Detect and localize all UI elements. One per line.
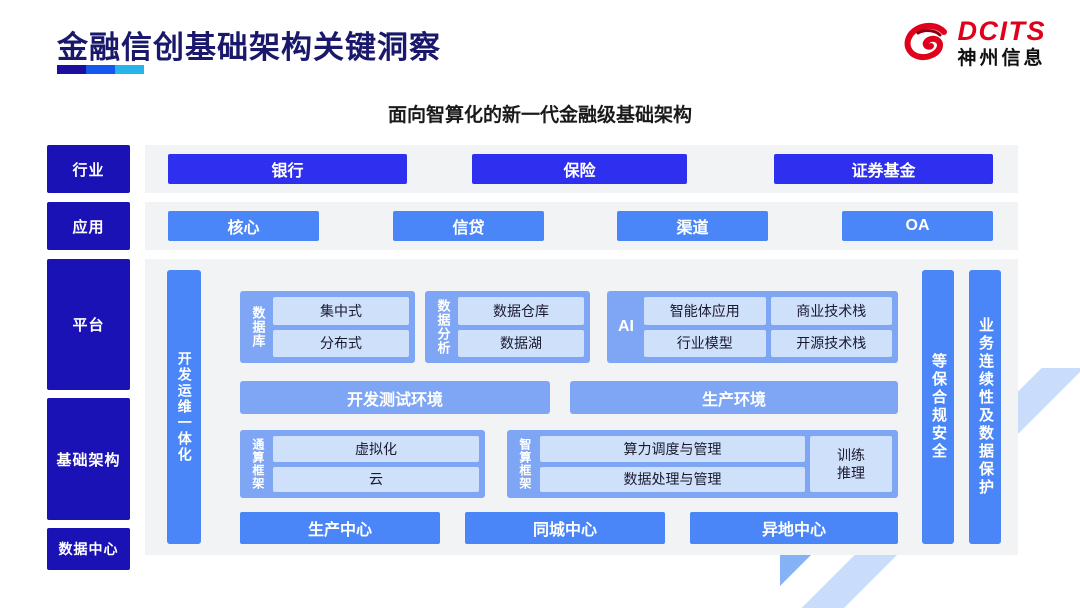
layer-label-platform: 平台 [47, 259, 130, 390]
group-data-analysis: 数据分析 数据仓库 数据湖 [425, 291, 590, 363]
inference-label: 推理 [837, 465, 865, 481]
logo-text-en: DCITS [957, 16, 1046, 46]
train-label: 训练 [837, 446, 865, 463]
subtitle: 面向智算化的新一代金融级基础架构 [387, 105, 692, 126]
cell-centralized[interactable]: 集中式 [273, 297, 409, 325]
cell-virtualization[interactable]: 虚拟化 [273, 436, 479, 462]
env-dev-test[interactable]: 开发测试环境 [240, 381, 550, 414]
cell-train-inference[interactable]: 训练 推理 [810, 436, 892, 492]
layer-label-application: 应用 [47, 202, 130, 250]
side-column-compliance: 等保合规安全 [922, 270, 954, 544]
group-data-analysis-label: 数据分析 [435, 299, 451, 355]
group-ai: AI 智能体应用 商业技术栈 行业模型 开源技术栈 [607, 291, 898, 363]
cell-distributed[interactable]: 分布式 [273, 329, 409, 357]
cell-data-lake[interactable]: 数据湖 [458, 329, 584, 357]
industry-chip-bank[interactable]: 银行 [168, 154, 407, 184]
cell-agent-application[interactable]: 智能体应用 [644, 297, 766, 325]
logo-text-cn: 神州信息 [957, 48, 1046, 69]
datacenter-chip-remote[interactable]: 异地中心 [690, 512, 898, 544]
accent-segment-3 [115, 65, 144, 74]
application-band: 核心 信贷 渠道 OA [145, 202, 1018, 250]
cell-industry-model[interactable]: 行业模型 [644, 329, 766, 357]
industry-band: 银行 保险 证券基金 [145, 145, 1018, 193]
group-intelligent-compute-label: 智算框架 [517, 438, 532, 490]
cell-data-warehouse[interactable]: 数据仓库 [458, 297, 584, 325]
accent-segment-2 [86, 65, 115, 74]
side-column-continuity: 业务连续性及数据保护 [969, 270, 1001, 544]
header: 金融信创基础架构关键洞察 DCITS 神州信息 [0, 0, 1080, 92]
group-ai-label: AI [618, 318, 634, 335]
group-database-label: 数据库 [250, 306, 266, 348]
industry-chip-insurance[interactable]: 保险 [472, 154, 687, 184]
layer-label-industry: 行业 [47, 145, 130, 193]
datacenter-chip-metro[interactable]: 同城中心 [465, 512, 665, 544]
platform-panel: 开发运维一体化 数据库 集中式 分布式 数据分析 数据仓库 数据湖 [145, 259, 1018, 555]
accent-segment-1 [57, 65, 86, 74]
title-accent-bar [57, 65, 144, 74]
group-database: 数据库 集中式 分布式 [240, 291, 415, 363]
application-chip-core[interactable]: 核心 [168, 211, 319, 241]
datacenter-chip-production[interactable]: 生产中心 [240, 512, 440, 544]
group-intelligent-compute: 智算框架 算力调度与管理 数据处理与管理 训练 推理 [507, 430, 898, 498]
page-title: 金融信创基础架构关键洞察 [57, 30, 441, 65]
application-chip-oa[interactable]: OA [842, 211, 993, 241]
industry-chip-securities-fund[interactable]: 证券基金 [774, 154, 993, 184]
layer-label-datacenter: 数据中心 [47, 528, 130, 570]
brand-logo: DCITS 神州信息 [904, 18, 1047, 68]
group-general-compute-label: 通算框架 [250, 438, 265, 490]
layer-label-infrastructure: 基础架构 [47, 398, 130, 520]
application-chip-credit[interactable]: 信贷 [393, 211, 544, 241]
devops-column: 开发运维一体化 [167, 270, 201, 544]
cell-data-processing[interactable]: 数据处理与管理 [540, 466, 805, 492]
dcits-swoosh-icon [904, 20, 950, 66]
cell-cloud[interactable]: 云 [273, 466, 479, 492]
application-chip-channel[interactable]: 渠道 [617, 211, 768, 241]
env-production[interactable]: 生产环境 [570, 381, 898, 414]
cell-commercial-stack[interactable]: 商业技术栈 [770, 297, 892, 325]
cell-opensource-stack[interactable]: 开源技术栈 [770, 329, 892, 357]
cell-compute-scheduling[interactable]: 算力调度与管理 [540, 436, 805, 462]
group-general-compute: 通算框架 虚拟化 云 [240, 430, 485, 498]
